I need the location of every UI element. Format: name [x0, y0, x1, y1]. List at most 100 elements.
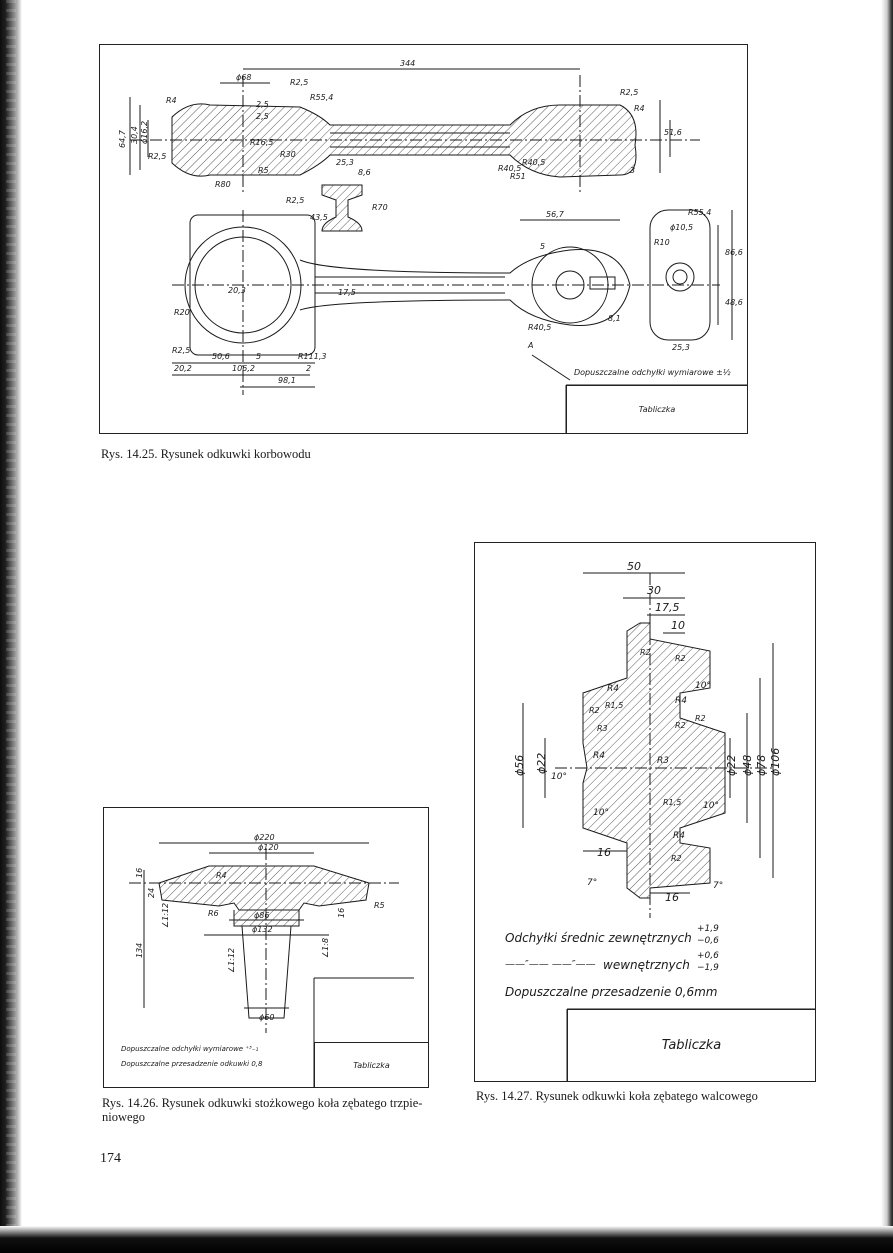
offset-note: Dopuszczalne przesadzenie 0,6mm: [505, 985, 718, 999]
dim-label: 20,2: [174, 364, 192, 373]
dim-label: 8,1: [608, 314, 621, 323]
dim-label: R55,4: [688, 208, 711, 217]
dim-label: R55,4: [310, 93, 333, 102]
figure-bevel-gear-frame: ϕ220 ϕ120 16 24 R4 R6 ϕ86 ϕ132 16 R5 ∠1:…: [103, 807, 429, 1088]
dim-label: 30: [647, 584, 661, 597]
scan-shadow-left: [0, 0, 22, 1253]
dim-label: 25,3: [336, 158, 354, 167]
dim-label: R4: [673, 831, 685, 841]
dim-label: R2: [675, 721, 686, 730]
dim-label: 64,7: [118, 129, 127, 148]
dim-label: R4: [216, 871, 227, 880]
dim-label: ϕ56: [513, 755, 526, 776]
figure-connecting-rod-frame: 344 ϕ68 R4 2,5 2,5 R2,5 R55,4 R80 64,7 3…: [99, 44, 748, 434]
title-block: Tabliczka: [567, 1009, 815, 1081]
dim-label: R80: [215, 180, 231, 189]
dim-label: 10°: [551, 772, 567, 782]
dim-label: R4: [166, 96, 177, 105]
dim-label: 10°: [593, 808, 609, 818]
figure-caption: Rys. 14.27. Rysunek odkuwki koła zębateg…: [476, 1089, 758, 1103]
dim-label: ∠1:12: [227, 948, 236, 973]
tolerance-note: Dopuszczalne odchyłki wymiarowe ⁺³₋₁: [121, 1045, 259, 1053]
dim-label: R3: [657, 756, 669, 766]
dim-label: 20,3: [228, 286, 246, 295]
dim-label: 344: [400, 59, 415, 68]
dim-label: R2: [695, 714, 706, 723]
dim-label: 16: [135, 868, 144, 878]
figure-caption: Rys. 14.25. Rysunek odkuwki korbowodu: [101, 447, 311, 461]
dim-label: R40,5: [528, 323, 551, 332]
dim-label: ϕ48: [741, 755, 754, 776]
title-block: Tabliczka: [314, 1042, 428, 1087]
dim-label: R20: [174, 308, 190, 317]
spur-gear-drawing: 50 30 17,5 10 R2 R2 R4 R4 10° R2 R2 R1,5…: [513, 560, 815, 1081]
dim-label: 10: [671, 619, 685, 632]
scan-shadow-left-texture: [6, 0, 16, 1253]
offset-note: Dopuszczalne przesadzenie odkuwki 0,8: [121, 1060, 263, 1068]
dim-label: ϕ16,2: [140, 121, 149, 144]
dim-label: ϕ10,5: [670, 223, 693, 232]
dim-label: 25,3: [672, 343, 690, 352]
dim-label: R70: [372, 203, 388, 212]
dim-label: 5: [256, 352, 261, 361]
dim-label: R5: [374, 901, 385, 910]
dim-label: R111,3: [298, 352, 326, 361]
dim-label: ϕ132: [252, 925, 273, 934]
dim-label: ∠1:8: [321, 938, 330, 958]
dim-label: ϕ68: [236, 73, 251, 82]
dim-label: R40,5: [498, 164, 521, 173]
dim-label: 98,1: [278, 376, 296, 385]
dim-label: ϕ120: [258, 843, 279, 852]
title-block-label: Tabliczka: [638, 405, 676, 414]
dim-label: R2: [640, 648, 651, 657]
dim-label: R2,5: [620, 88, 638, 97]
dim-label: 106,2: [232, 364, 255, 373]
dim-label: R1,5: [605, 701, 623, 710]
dim-label: ∠1:12: [161, 903, 170, 928]
dim-label: 16: [665, 891, 679, 904]
dim-label: 56,7: [546, 210, 565, 219]
dim-label: 8,6: [358, 168, 371, 177]
dim-label: R6: [208, 909, 219, 918]
dim-label: 86,6: [725, 248, 743, 257]
dim-label: R2: [675, 654, 686, 663]
dim-label: R3: [597, 724, 608, 733]
dim-label: R4: [607, 684, 619, 694]
dim-label: 48,6: [725, 298, 743, 307]
dim-label: ϕ22: [535, 753, 548, 774]
dim-label: R2,5: [148, 152, 166, 161]
dim-label: 17,5: [655, 601, 680, 614]
dim-label: R2: [671, 854, 682, 863]
dim-label: 5: [540, 242, 545, 251]
dim-label: 2: [306, 364, 311, 373]
dim-label: R2,5: [286, 196, 304, 205]
dim-label: ϕ86: [254, 911, 269, 920]
dim-label: ϕ22: [725, 755, 738, 776]
tolerance-value: +1,9: [697, 924, 719, 934]
dim-label: 50,6: [212, 352, 230, 361]
dim-label: R51: [510, 172, 526, 181]
dim-label: 10°: [703, 801, 719, 811]
tolerance-note: Dopuszczalne odchyłki wymiarowe ±½: [574, 368, 731, 377]
title-block-label: Tabliczka: [353, 1060, 390, 1070]
dim-label: 24: [147, 888, 156, 898]
figure-spur-gear-frame: 50 30 17,5 10 R2 R2 R4 R4 10° R2 R2 R1,5…: [474, 542, 816, 1082]
figure-caption: Rys. 14.26. Rysunek odkuwki stożkowego k…: [102, 1096, 423, 1124]
dim-label: A: [527, 341, 533, 350]
dim-label: 30,4: [130, 126, 139, 144]
dim-label: ϕ78: [755, 755, 768, 776]
dim-label: 134: [135, 943, 144, 958]
dim-label: R4: [593, 751, 605, 761]
dim-label: ϕ220: [254, 833, 275, 842]
dim-label: ϕ106: [769, 748, 782, 776]
dim-label: 10°: [695, 681, 711, 691]
tolerance-value: −1,9: [697, 963, 719, 973]
dim-label: 51,6: [664, 128, 682, 137]
title-block-label: Tabliczka: [661, 1038, 722, 1053]
dim-label: R10: [654, 238, 670, 247]
connecting-rod-drawing: 344 ϕ68 R4 2,5 2,5 R2,5 R55,4 R80 64,7 3…: [118, 59, 747, 433]
tolerance-note-external: Odchyłki średnic zewnętrznych: [505, 931, 692, 945]
dim-label: R2,5: [172, 346, 190, 355]
dim-label: R40,5: [522, 158, 545, 167]
scan-shadow-right: [863, 0, 893, 1253]
